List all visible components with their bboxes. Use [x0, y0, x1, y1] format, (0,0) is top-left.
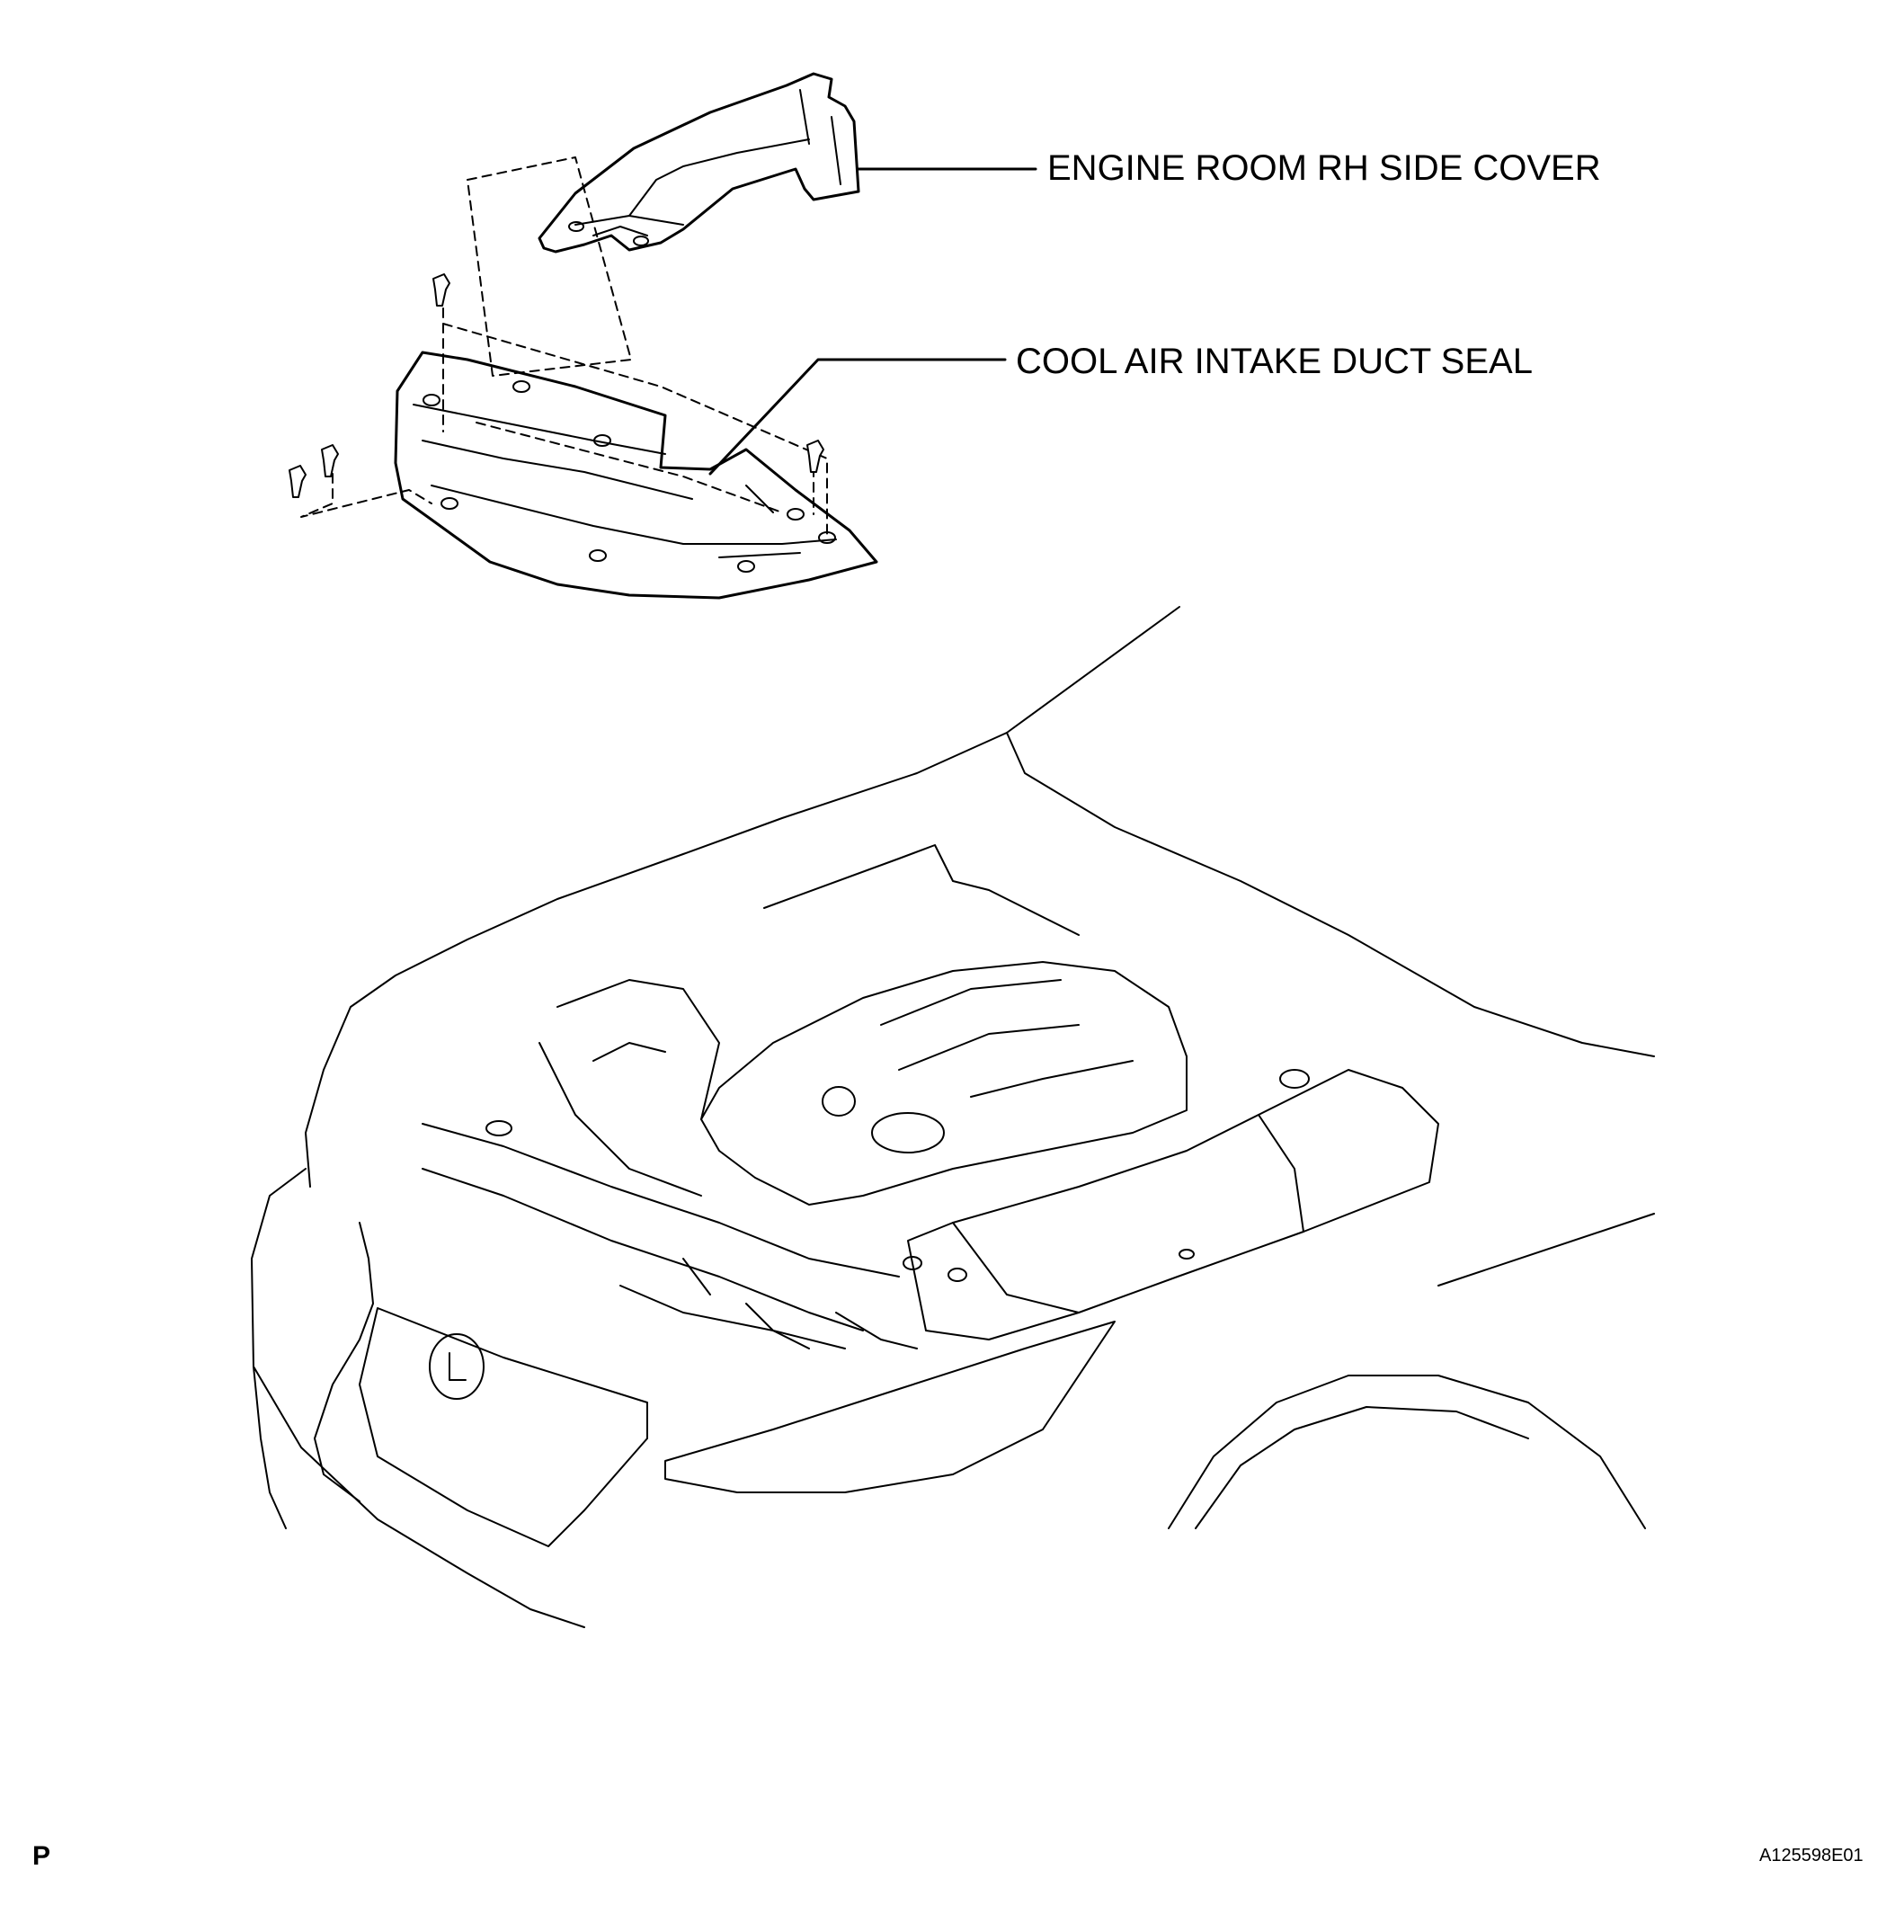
engine-cover	[700, 961, 1188, 1206]
section-marker: P	[32, 1841, 51, 1871]
emblem	[429, 1333, 485, 1400]
wheel-arch	[1168, 1375, 1646, 1529]
cool-air-intake-duct-seal	[394, 351, 878, 600]
installed-duct-seal	[907, 1069, 1439, 1340]
vehicle-front-illustration	[251, 606, 1655, 1628]
clip-icon-left-b	[289, 465, 307, 498]
figure-id: A125598E01	[1759, 1846, 1864, 1865]
engine-room-rh-side-cover	[538, 72, 860, 254]
grille-outline	[359, 1307, 648, 1547]
engine-room-rh-side-cover-label: ENGINE ROOM RH SIDE COVER	[1047, 148, 1601, 188]
headlight-outline	[664, 1321, 1116, 1493]
leader-line-seal	[708, 358, 1007, 476]
clip-icon-top	[432, 273, 450, 307]
hood-outline	[1006, 606, 1655, 1057]
clip-icon-right	[806, 440, 824, 473]
radiator-support	[422, 1123, 900, 1331]
clip-icon-left-a	[321, 444, 339, 477]
body-outline	[251, 1168, 585, 1628]
alignment-lines	[300, 156, 828, 539]
cool-air-intake-duct-seal-label: COOL AIR INTAKE DUCT SEAL	[1016, 342, 1533, 381]
